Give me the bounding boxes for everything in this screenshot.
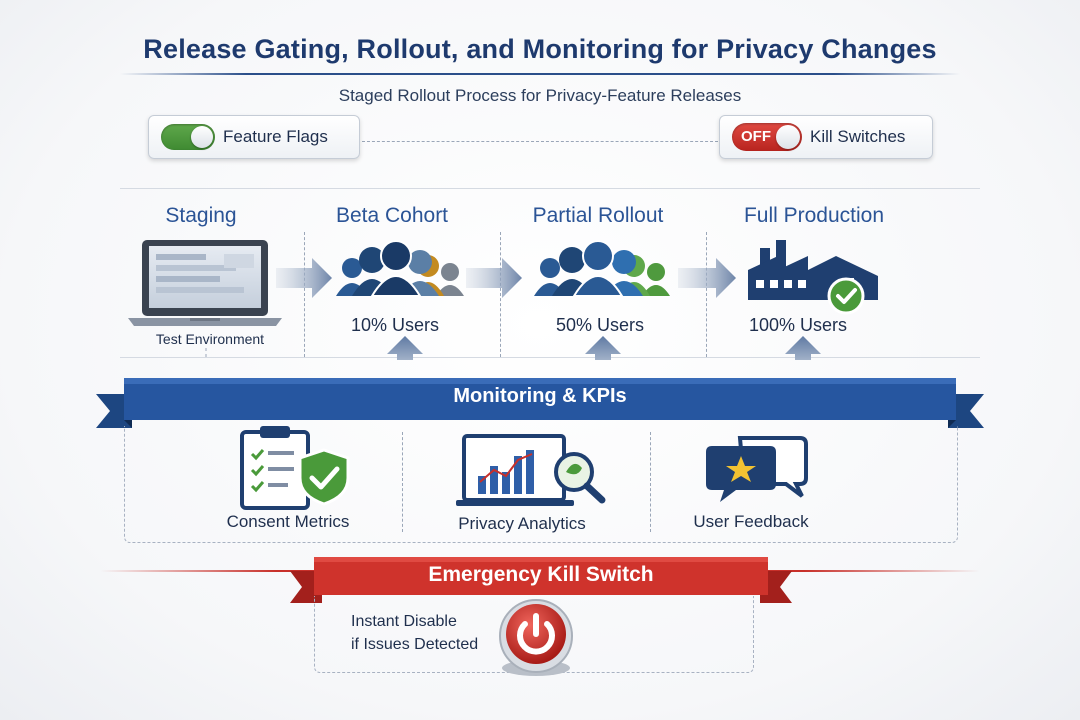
users-group-icon <box>336 240 464 297</box>
laptop-icon <box>128 240 282 326</box>
section-divider <box>120 188 980 189</box>
stage-caption-staging: Test Environment <box>155 331 265 347</box>
kill-switches-label: Kill Switches <box>810 127 906 146</box>
toggle-knob <box>191 126 213 148</box>
arrow-up-icon <box>387 336 423 360</box>
arrow-right-icon <box>276 258 332 298</box>
monitoring-banner-label: Monitoring & KPIs <box>453 385 627 407</box>
arrow-right-icon <box>678 258 736 298</box>
stage-title-partial: Partial Rollout <box>532 204 664 227</box>
emergency-banner-label: Emergency Kill Switch <box>428 563 654 586</box>
stage-caption-full: 100% Users <box>748 315 848 335</box>
title-divider <box>120 73 960 75</box>
stage-title-full: Full Production <box>743 204 885 227</box>
kpi-label-analytics: Privacy Analytics <box>458 514 586 533</box>
feature-flags-toggle[interactable] <box>161 124 215 150</box>
kpi-divider <box>650 432 651 532</box>
monitoring-ribbon <box>96 378 984 428</box>
emergency-line-2: if Issues Detected <box>351 636 479 653</box>
flag-connector-line <box>362 141 718 142</box>
page-subtitle: Staged Rollout Process for Privacy-Featu… <box>338 86 742 105</box>
page-title: Release Gating, Rollout, and Monitoring … <box>143 34 937 64</box>
feature-flags-label: Feature Flags <box>223 127 328 146</box>
stage-caption-beta: 10% Users <box>350 315 440 335</box>
kpi-label-consent: Consent Metrics <box>226 512 350 531</box>
kpi-divider <box>402 432 403 532</box>
chat-star-icon <box>706 436 808 502</box>
stage-title-beta: Beta Cohort <box>335 204 449 227</box>
stage-graphics <box>128 240 878 360</box>
kill-switches-card[interactable]: OFF Kill Switches <box>719 115 933 159</box>
emergency-ribbon <box>290 557 792 603</box>
arrow-right-icon <box>466 258 522 298</box>
stages-bottom-rule <box>120 357 980 358</box>
arrow-up-icon <box>785 336 821 360</box>
feature-flags-card[interactable]: Feature Flags <box>148 115 360 159</box>
analytics-magnifier-icon <box>456 434 606 506</box>
stage-divider <box>304 232 305 357</box>
emergency-line-1: Instant Disable <box>351 613 457 630</box>
factory-check-icon <box>748 240 878 315</box>
power-button-icon[interactable] <box>494 596 578 680</box>
emergency-text: Instant Disable if Issues Detected <box>351 610 478 656</box>
monitoring-panel <box>124 426 958 543</box>
arrow-up-icon <box>585 336 621 360</box>
kpi-graphics <box>240 426 808 510</box>
kill-switches-toggle[interactable]: OFF <box>732 123 802 151</box>
toggle-knob <box>776 125 800 149</box>
users-group-icon <box>534 240 670 297</box>
stage-caption-partial: 50% Users <box>555 315 645 335</box>
stage-divider <box>500 232 501 357</box>
stage-title-staging: Staging <box>165 204 237 227</box>
kpi-label-feedback: User Feedback <box>693 512 809 531</box>
toggle-off-text: OFF <box>741 128 771 145</box>
stage-divider <box>706 232 707 357</box>
clipboard-shield-icon <box>240 426 350 510</box>
